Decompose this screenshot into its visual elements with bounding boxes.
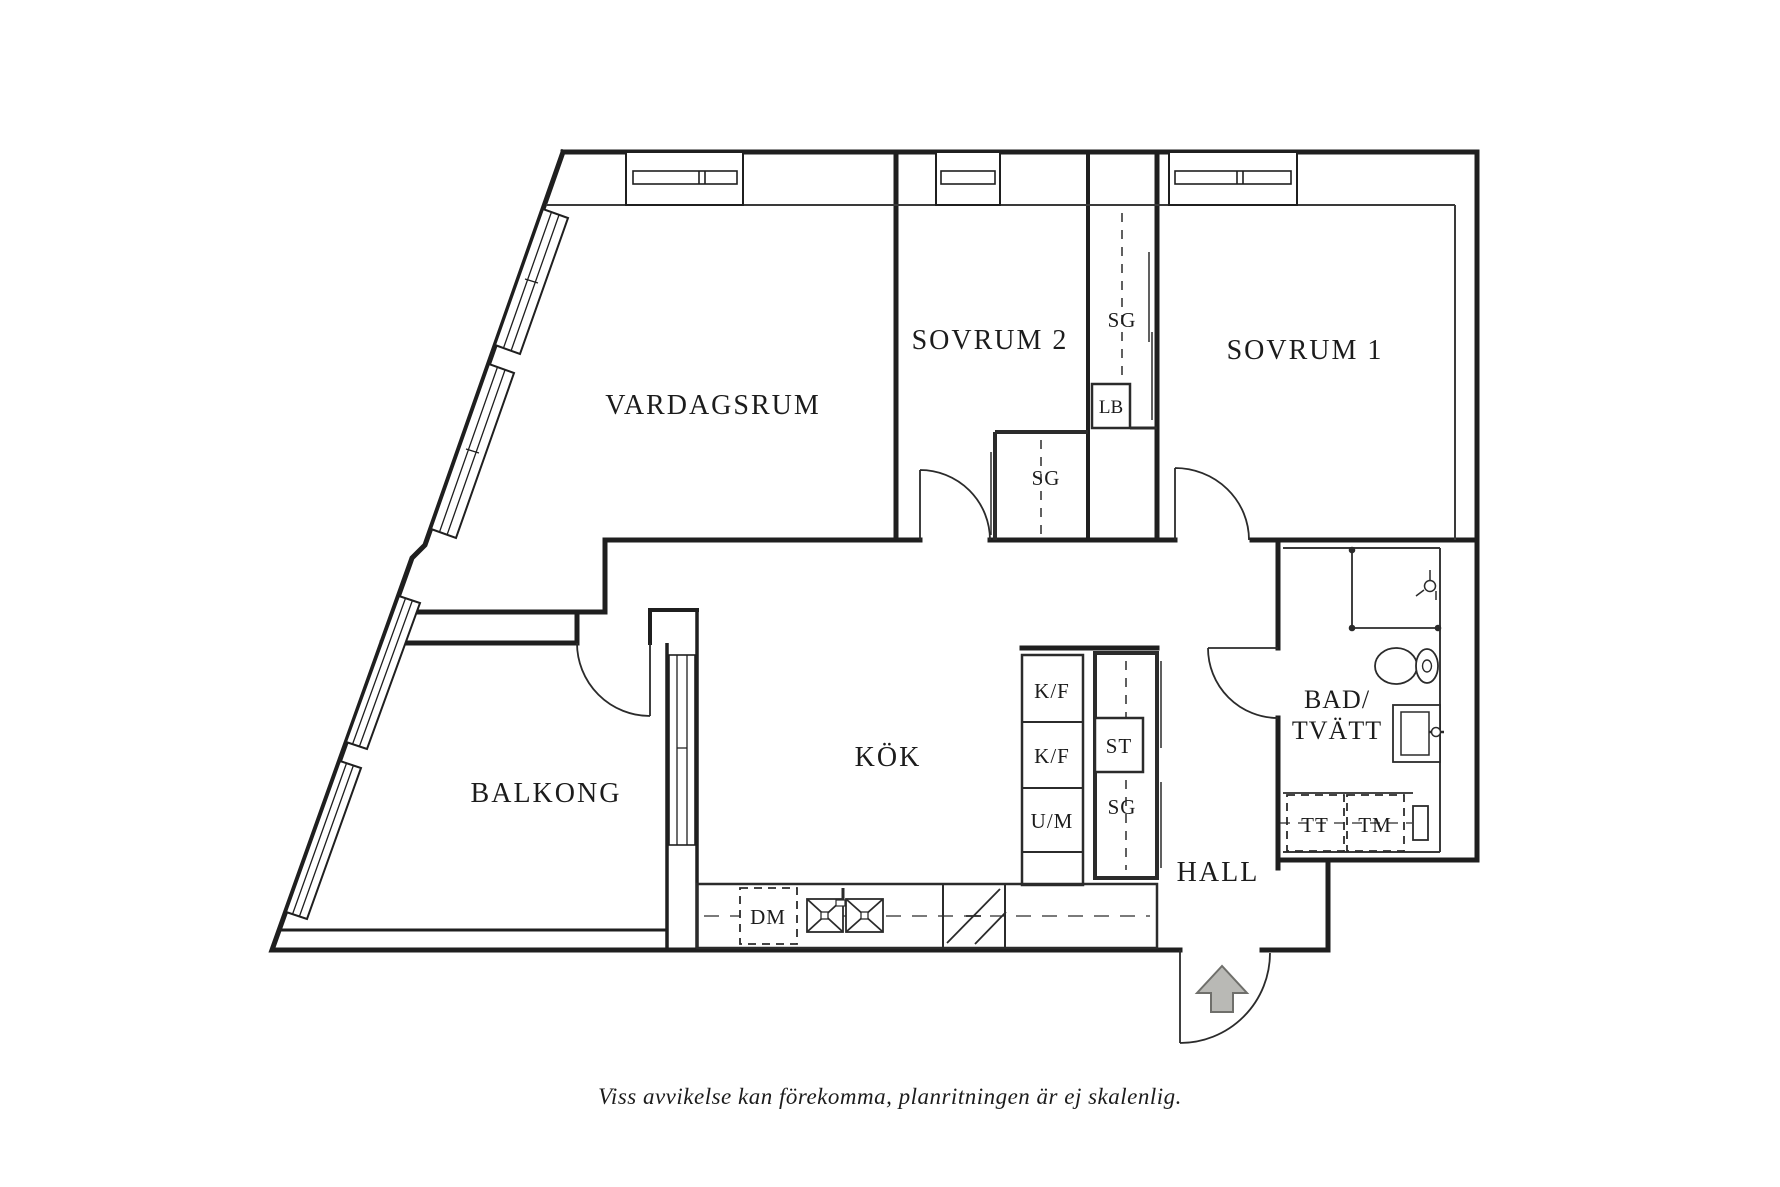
windows-left-slant (284, 207, 570, 921)
door-sovrum2 (919, 469, 991, 541)
room-label-vardagsrum: VARDAGSRUM (605, 390, 821, 421)
kitchen-counter (695, 882, 1159, 950)
closet-sovrum2-sg (990, 430, 1088, 540)
caption: Viss avvikelse kan förekomma, planritnin… (598, 1084, 1182, 1109)
closet-hall (1093, 651, 1162, 880)
room-label-sovrum1: SOVRUM 1 (1227, 335, 1384, 366)
label-um: U/M (1031, 809, 1074, 833)
label-tm: TM (1358, 813, 1392, 837)
window-kitchen-balcony (668, 654, 696, 846)
wall-kitchen-corner (648, 608, 699, 645)
windows-top (625, 151, 1298, 206)
shower-enclosure (1348, 546, 1442, 632)
interior-walls (379, 149, 1480, 871)
label-lb: LB (1099, 397, 1123, 418)
label-st: ST (1106, 734, 1133, 758)
room-label-sovrum2: SOVRUM 2 (912, 325, 1069, 356)
window-balkong-2 (284, 759, 363, 921)
outer-wall-right (560, 149, 1480, 953)
entry-arrow-icon (1194, 964, 1250, 1013)
shower-head-icon (1415, 570, 1437, 600)
tm-box (1346, 794, 1405, 852)
window-sovrum2 (935, 151, 1001, 206)
window-balkong-1 (344, 594, 422, 751)
window-sovrum1 (1168, 151, 1298, 206)
room-label-hall: HALL (1177, 857, 1260, 888)
label-tt: TT (1301, 813, 1329, 837)
kitchen-sink (806, 888, 884, 933)
room-label-bad-line2: TVÄTT (1292, 716, 1382, 745)
doors (576, 467, 1279, 1044)
door-balkong (576, 642, 651, 717)
label-kf-top: K/F (1034, 679, 1070, 703)
st-box (1093, 716, 1145, 774)
room-label-balkong: BALKONG (471, 778, 622, 809)
closet-upper-sg (1090, 213, 1157, 430)
lb-box (1090, 382, 1132, 430)
door-entry (1179, 950, 1271, 1044)
outer-walls (268, 148, 1480, 953)
tt-box (1286, 794, 1345, 852)
toilet-icon (1374, 647, 1439, 685)
room-label-kok: KÖK (855, 742, 922, 773)
door-sovrum1 (1174, 467, 1250, 541)
laundry-machines (1280, 792, 1429, 852)
balcony-door-window (668, 654, 696, 846)
inner-bath (1283, 547, 1441, 853)
stove-icon (942, 884, 1007, 948)
label-sg-hall: SG (1108, 795, 1137, 819)
bath-sink-icon (1392, 704, 1444, 763)
label-sg-upper: SG (1108, 308, 1137, 332)
door-bad (1207, 647, 1279, 719)
label-kf-mid: K/F (1034, 744, 1070, 768)
wall-vardagsrum-bottom (397, 537, 899, 646)
room-label-bad-line1: BAD/ (1304, 685, 1370, 714)
label-sg-bedroom2: SG (1032, 466, 1061, 490)
bathroom-fixtures (1280, 546, 1444, 852)
dm-box (739, 887, 798, 945)
window-vardagsrum (625, 151, 744, 206)
label-dm: DM (750, 905, 786, 929)
